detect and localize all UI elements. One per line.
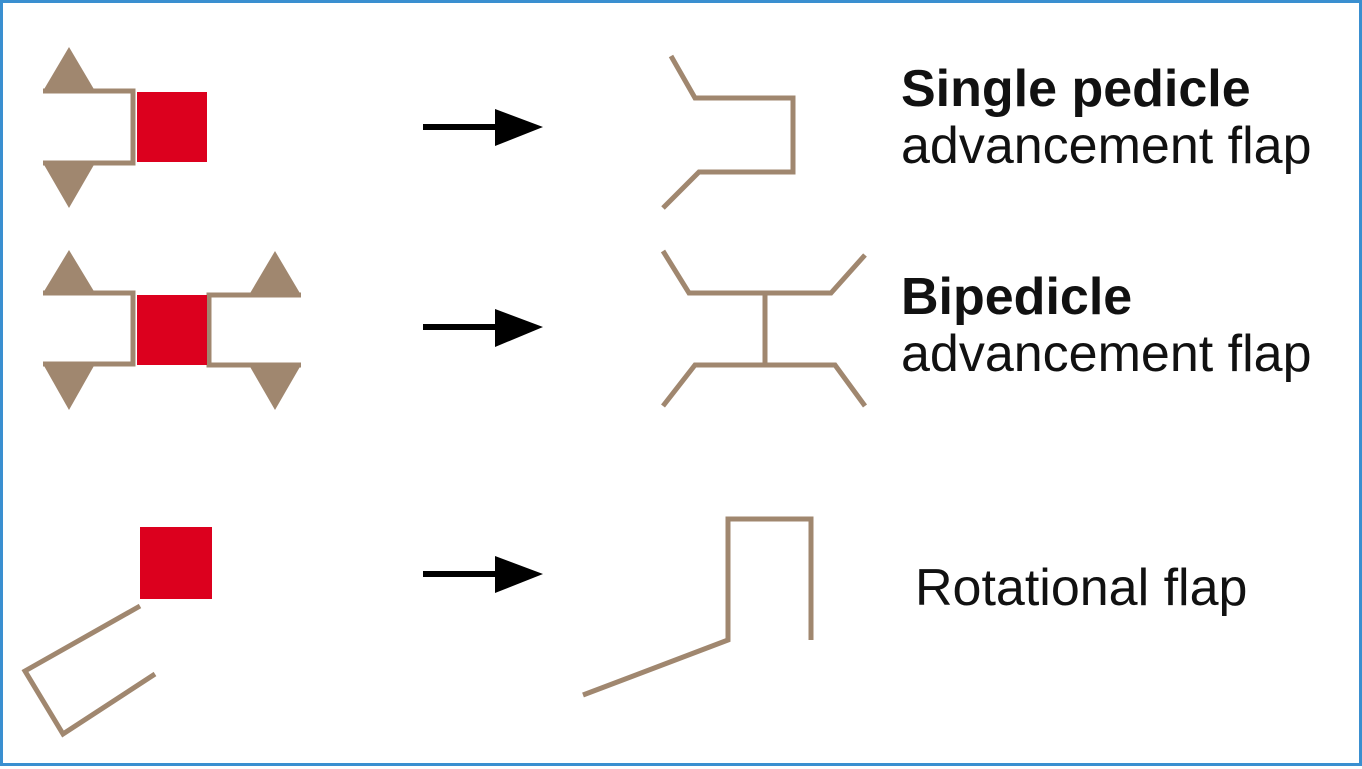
label-subtitle: Rotational flap	[915, 559, 1248, 617]
row3-before	[21, 527, 212, 738]
down-triangle-right	[249, 365, 301, 410]
down-triangle-left	[43, 364, 95, 410]
defect-square	[140, 527, 212, 599]
flap-diagram	[21, 47, 868, 738]
defect-square	[137, 295, 207, 365]
row1-arrow	[423, 109, 543, 146]
up-triangle-right	[249, 251, 301, 295]
row1-before	[43, 47, 207, 208]
row2-arrow	[423, 309, 543, 347]
row2-after	[660, 249, 868, 408]
row2-before	[43, 250, 301, 410]
flap-outline	[21, 603, 157, 738]
label-title: Single pedicle	[901, 60, 1251, 118]
flap-outline-right	[206, 292, 301, 368]
flap-result	[582, 516, 814, 698]
label-rotational: Rotational flap	[915, 559, 1248, 617]
label-title: Bipedicle	[901, 268, 1133, 326]
label-single-pedicle: Single pedicle advancement flap	[901, 60, 1312, 176]
down-triangle	[43, 163, 95, 208]
flap-outline	[43, 88, 136, 166]
flap-result-bottom	[661, 362, 868, 408]
flap-result	[661, 54, 796, 210]
row3-after	[582, 516, 814, 698]
row1-after	[661, 54, 796, 210]
label-subtitle: advancement flap	[901, 117, 1312, 176]
up-triangle-left	[43, 250, 95, 293]
up-triangle	[43, 47, 95, 91]
row3-arrow	[423, 556, 543, 593]
label-bipedicle: Bipedicle advancement flap	[901, 268, 1312, 384]
defect-square	[137, 92, 207, 162]
flap-outline-left	[43, 290, 136, 367]
label-subtitle: advancement flap	[901, 325, 1312, 384]
flap-result-top	[660, 249, 867, 296]
